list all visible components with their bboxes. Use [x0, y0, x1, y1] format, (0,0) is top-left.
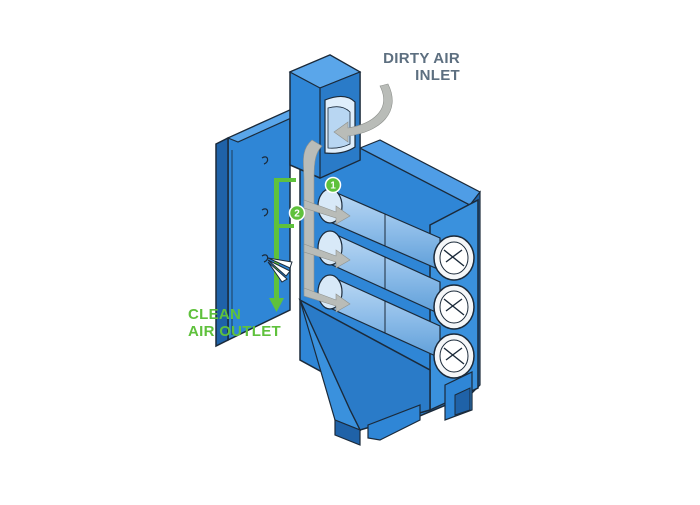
dirty-air-flow — [303, 83, 393, 313]
clean-air-header — [274, 178, 279, 293]
filter-cartridges — [317, 188, 441, 359]
dirty-air-inlet-arrow — [333, 83, 393, 143]
callout-badge-1: 1 — [324, 176, 342, 194]
access-door — [433, 284, 475, 330]
dirty-air-branch-arrow — [303, 243, 351, 269]
callout-number: 1 — [330, 181, 336, 192]
clean-air-flow — [269, 178, 296, 312]
access-door — [433, 235, 475, 281]
clean-air-outlet-arrow — [269, 290, 284, 312]
dirty-air-branch-arrow — [303, 199, 351, 225]
access-doors — [433, 235, 475, 379]
dirty-air-label-line1: DIRTY AIR — [383, 50, 460, 67]
callout-badge-2: 2 — [288, 204, 306, 222]
dirty-air-branch-arrow — [303, 287, 351, 313]
callout-number: 2 — [294, 209, 300, 220]
clean-air-plenum — [215, 108, 302, 348]
clean-air-label-line2: AIR OUTLET — [188, 323, 281, 340]
clean-air-label-line1: CLEAN — [188, 306, 242, 323]
clean-air-outlet-label: CLEAN AIR OUTLET — [188, 306, 298, 340]
access-door — [433, 333, 475, 379]
dirty-air-label-line2: INLET — [415, 67, 460, 84]
hopper — [298, 298, 473, 446]
dirty-air-inlet-label: DIRTY AIR INLET — [350, 50, 460, 84]
pulse-lines — [267, 257, 293, 283]
